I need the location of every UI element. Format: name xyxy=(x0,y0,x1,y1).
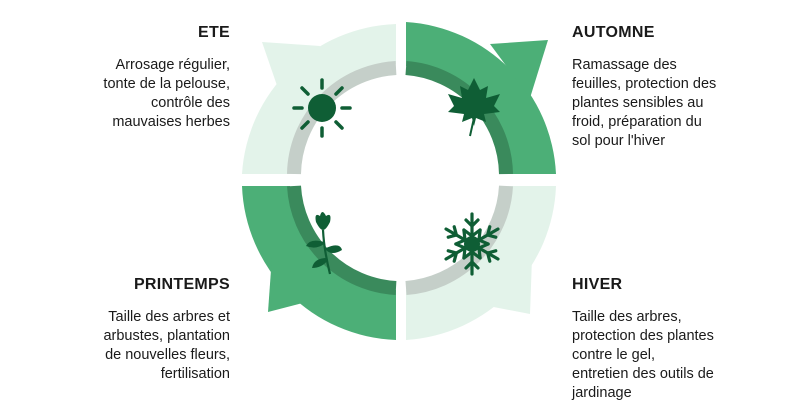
maple-leaf-icon xyxy=(448,78,500,137)
season-description: Arrosage régulier, tonte de la pelouse, … xyxy=(103,57,230,130)
season-title: AUTOMNE xyxy=(572,24,655,41)
ring-segment-hiver xyxy=(406,186,556,340)
arrow-tab-ete xyxy=(262,42,320,100)
arrow-tab-automne xyxy=(490,40,548,98)
season-ete: ETE Arrosage régulier, tonte de la pelou… xyxy=(40,24,230,132)
arrow-tab-printemps xyxy=(268,256,322,312)
season-title: HIVER xyxy=(572,276,623,293)
sun-icon xyxy=(292,78,352,138)
season-description: Ramassage des feuilles, protection des p… xyxy=(572,57,717,149)
season-description: Taille des arbres et arbustes, plantatio… xyxy=(103,309,230,382)
season-automne: AUTOMNE Ramassage des feuilles, protecti… xyxy=(572,24,782,151)
season-description: Taille des arbres, protection des plante… xyxy=(572,309,714,401)
season-title: ETE xyxy=(197,24,230,41)
arrow-tab-hiver xyxy=(478,258,532,314)
snowflake-icon xyxy=(444,212,500,276)
flower-bud-icon xyxy=(306,212,342,275)
season-hiver: HIVER Taille des arbres, protection des … xyxy=(572,276,782,403)
season-printemps: PRINTEMPS Taille des arbres et arbustes,… xyxy=(40,276,230,384)
season-title: PRINTEMPS xyxy=(133,276,230,293)
